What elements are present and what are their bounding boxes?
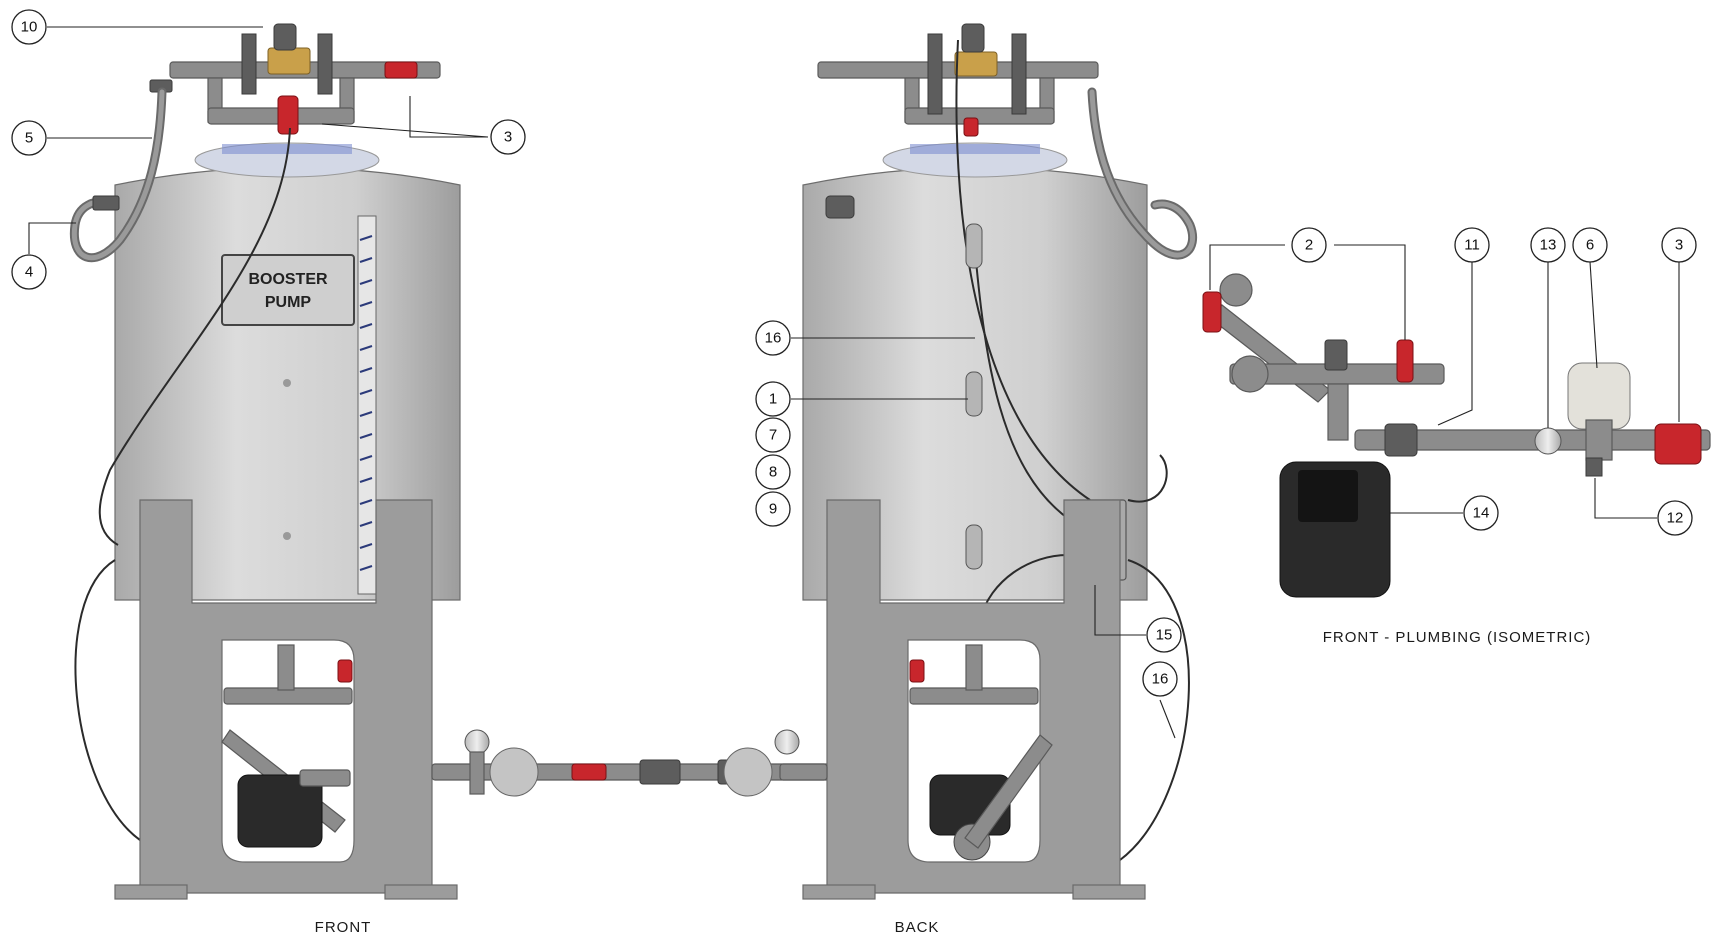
svg-text:11: 11 [1464,237,1480,254]
svg-text:8: 8 [769,464,777,481]
callout-12: 12 [1657,500,1693,536]
callout-15: 15 [1146,617,1182,653]
callout-6: 6 [1572,227,1608,263]
callout-4: 4 [11,254,47,290]
front-stand [139,499,433,894]
callout-7: 7 [755,417,791,453]
front-level-gauge [357,215,377,595]
booster-pump-sign [221,254,355,326]
back-brace [964,734,1053,849]
callout-5: 5 [11,120,47,156]
callout-3b: 3 [1661,227,1697,263]
callout-16: 16 [755,320,791,356]
iso-view [1202,273,1711,598]
iso-right-ball-valve [1396,339,1414,383]
iso-pressure-gauge [1534,427,1562,455]
front-hose-fitting [92,195,120,211]
svg-text:13: 13 [1540,237,1557,254]
callout-3: 3 [490,119,526,155]
front-view-label: FRONT [315,919,372,936]
callout-11: 11 [1454,227,1490,263]
svg-text:15: 15 [1156,627,1173,644]
float-switch-middle [965,371,983,417]
front-top-ball-valve [384,61,418,79]
front-level-wire [98,127,291,546]
leader-lines [28,26,1680,739]
svg-text:3: 3 [504,129,512,146]
float-switch-lower [965,524,983,570]
front-center-ball-valve [277,95,299,135]
front-level-gauge-marks [359,235,373,571]
back-sensor-wire [974,249,1071,521]
svg-text:3: 3 [1675,237,1683,254]
front-solenoid-coil [273,23,297,51]
svg-text:14: 14 [1473,505,1490,522]
tank-rivet [283,379,291,387]
back-stand [826,499,1121,894]
iso-left-ball-valve [1202,291,1222,333]
svg-text:16: 16 [765,330,782,347]
iso-expansion-tank [1567,362,1631,430]
front-solenoid-valve [267,47,311,75]
front-stand-foot-left [114,884,188,900]
front-pump [237,774,323,848]
iso-main-pipe [1354,429,1711,451]
callout-1: 1 [755,381,791,417]
front-view: BOOSTER PUMP [69,23,833,900]
svg-text:9: 9 [769,501,777,518]
callout-8: 8 [755,454,791,490]
callout-10: 10 [11,9,47,45]
back-pressure-gauge [774,729,800,755]
sign-line-1: BOOSTER [248,271,328,288]
front-inner-drop [277,644,295,691]
back-tank-fitting [825,195,855,219]
svg-text:2: 2 [1305,237,1313,254]
front-bottom-ball-valve [571,763,607,781]
back-top-manifold [817,23,1099,137]
callout-13: 13 [1530,227,1566,263]
svg-text:5: 5 [25,130,33,147]
front-pressure-gauge [464,729,490,755]
front-expansion-tank [489,747,539,797]
svg-text:10: 10 [21,19,38,36]
callout-14: 14 [1463,495,1499,531]
svg-text:6: 6 [1586,237,1594,254]
sign-line-2: PUMP [265,294,312,311]
iso-view-label: FRONT - PLUMBING (ISOMETRIC) [1323,629,1592,646]
callout-2: 2 [1291,227,1327,263]
back-view-label: BACK [895,919,940,936]
front-lid-window [222,144,352,154]
front-side-cable [74,559,141,841]
front-stand-foot-right [384,884,458,900]
front-top-manifold [149,23,441,135]
float-switch-upper [965,223,983,269]
tank-rivet [283,532,291,540]
callout-9: 9 [755,491,791,527]
svg-text:12: 12 [1667,510,1684,527]
back-box-wire [1127,454,1168,503]
svg-text:1: 1 [769,391,777,408]
back-float-wire [955,39,1091,501]
svg-text:7: 7 [769,427,777,444]
back-view [717,23,1198,900]
iso-ball-valve [1654,423,1702,465]
iso-elbow [1219,273,1253,307]
callout-16b: 16 [1142,661,1178,697]
back-side-cable [1119,559,1190,861]
front-inner-valve [337,659,353,683]
back-solenoid-valve [954,51,998,77]
back-expansion-tank [723,747,773,797]
svg-text:4: 4 [25,264,33,281]
svg-text:16: 16 [1152,671,1169,688]
